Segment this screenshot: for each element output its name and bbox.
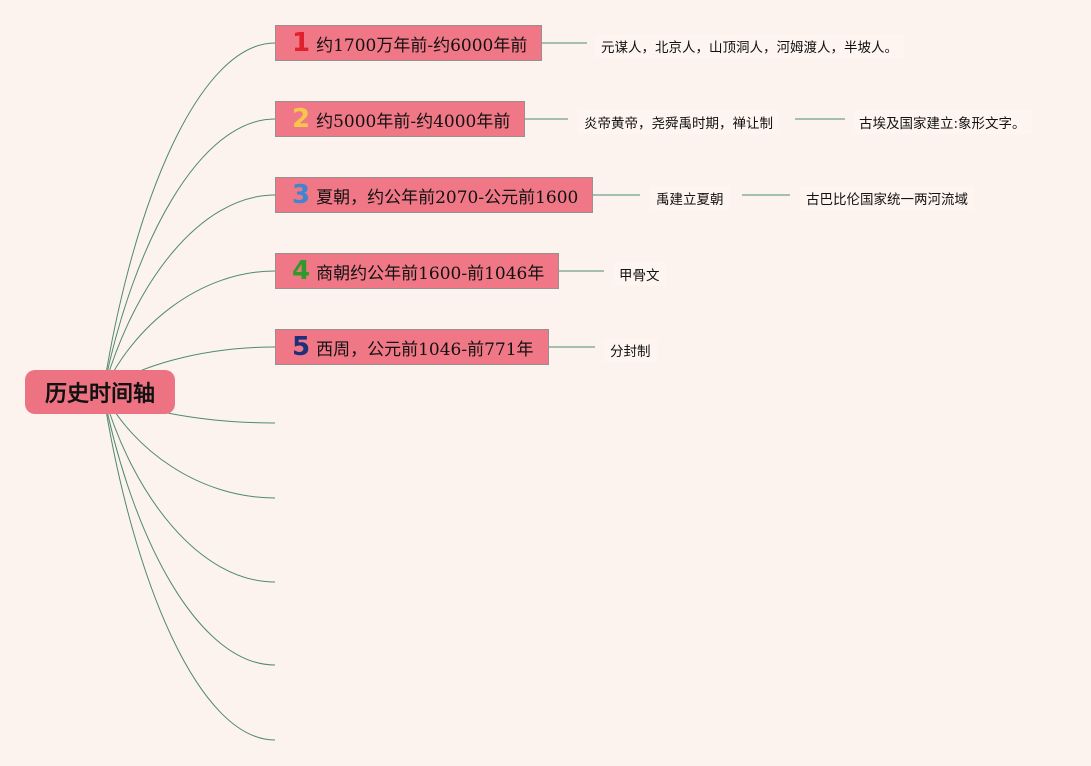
branch-line-4 [102, 270, 276, 393]
topic-label-4: 商朝约公年前1600-前1046年 [316, 263, 545, 284]
branch-line-9 [102, 391, 276, 666]
topic-number-1: 1 [292, 28, 311, 58]
topic-label-5: 西周，公元前1046-前771年 [316, 339, 534, 360]
topic-label-2: 约5000年前-约4000年前 [316, 111, 511, 132]
topic-number-3: 3 [292, 180, 311, 210]
topic-period-4[interactable]: 4 商朝约公年前1600-前1046年 [275, 253, 560, 289]
topic-period-2[interactable]: 2 约5000年前-约4000年前 [275, 101, 526, 137]
topic-label-1: 约1700万年前-约6000年前 [316, 35, 528, 56]
topic-period-3[interactable]: 3 夏朝，约公年前2070-公元前1600 [275, 177, 594, 213]
note-2-2[interactable]: 古埃及国家建立:象形文字。 [853, 110, 1032, 134]
topic-period-5[interactable]: 5 西周，公元前1046-前771年 [275, 329, 549, 365]
topic-number-4: 4 [292, 256, 311, 286]
root-topic-label: 历史时间轴 [44, 382, 155, 407]
branch-line-10 [102, 391, 276, 741]
topic-number-2: 2 [292, 104, 311, 134]
branch-line-2 [102, 118, 276, 393]
branch-line-8 [102, 391, 276, 583]
note-2-1[interactable]: 炎帝黄帝，尧舜禹时期，禅让制 [578, 110, 779, 134]
root-topic[interactable]: 历史时间轴 [25, 370, 175, 414]
note-5-1[interactable]: 分封制 [604, 338, 657, 362]
note-3-1[interactable]: 禹建立夏朝 [650, 186, 730, 210]
topic-period-1[interactable]: 1 约1700万年前-约6000年前 [275, 25, 543, 61]
topic-label-3: 夏朝，约公年前2070-公元前1600 [316, 187, 579, 208]
note-1-1[interactable]: 元谋人，北京人，山顶洞人，河姆渡人，半坡人。 [595, 34, 904, 58]
topic-number-5: 5 [292, 332, 311, 362]
note-3-2[interactable]: 古巴比伦国家统一两河流域 [800, 186, 974, 210]
branch-line-1 [102, 42, 276, 393]
note-4-1[interactable]: 甲骨文 [613, 262, 666, 286]
branch-line-3 [102, 194, 276, 393]
